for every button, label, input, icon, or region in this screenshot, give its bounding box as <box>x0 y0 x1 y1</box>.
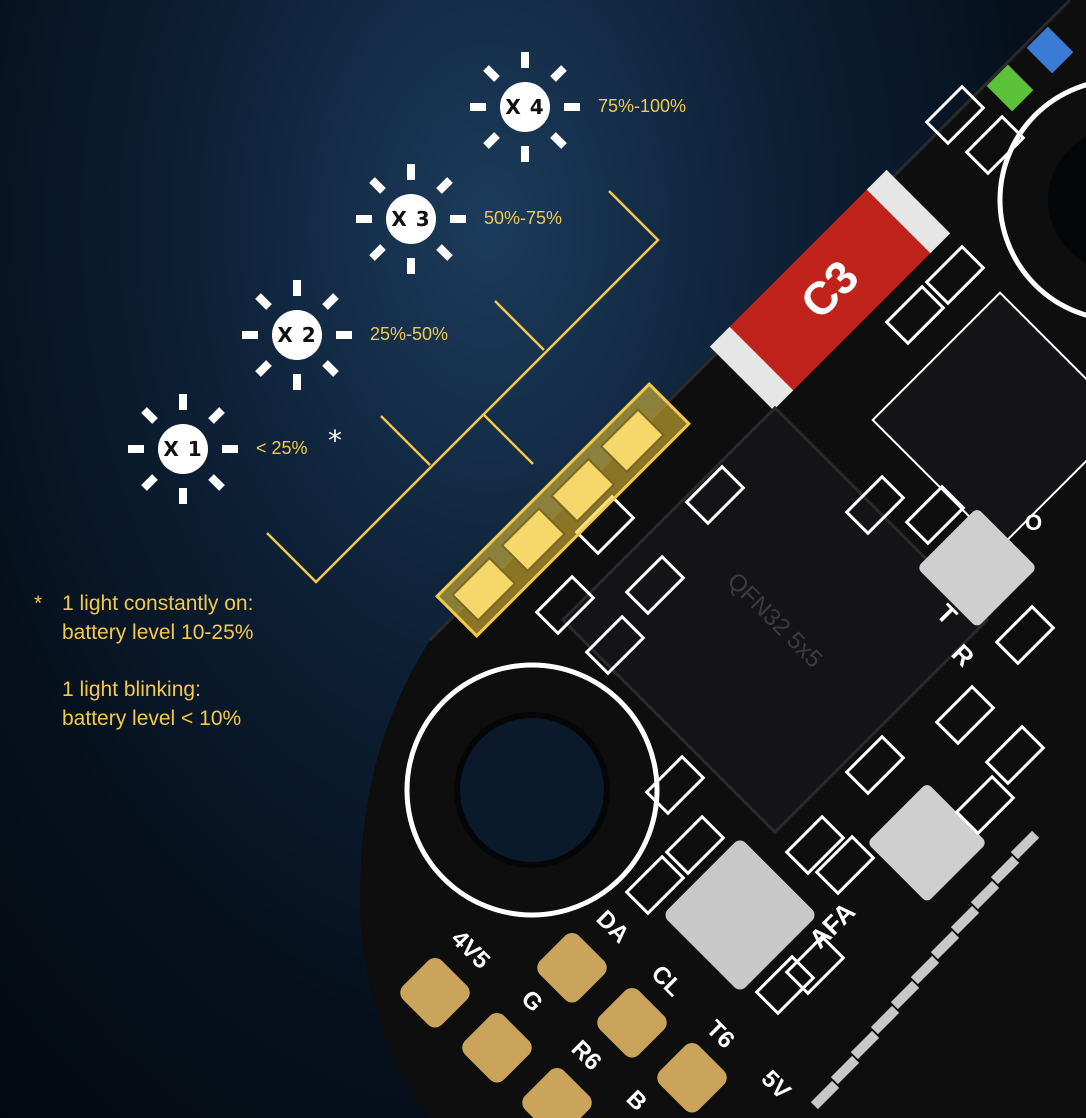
passive-components <box>534 84 1056 1016</box>
sensor-part <box>919 510 1035 626</box>
level-indicator-x1: X 1 < 25% <box>128 394 308 504</box>
sun-rays-icon <box>470 52 580 162</box>
battery-range-label: 50%-75% <box>484 208 563 228</box>
mount-hole <box>404 662 660 918</box>
mount-hole-top <box>997 82 1086 318</box>
sun-rays-icon <box>242 280 352 390</box>
battery-range-label: < 25% <box>256 438 308 458</box>
blink-count-badge: X 2 <box>272 310 322 360</box>
edge-pads <box>810 830 1040 1110</box>
o-label: O <box>1025 510 1042 535</box>
level-indicator-x3: X 3 50%-75% <box>356 164 562 274</box>
fuse-component: C3 <box>709 169 951 411</box>
blue-led <box>1026 26 1074 74</box>
battery-range-label: 25%-50% <box>370 324 449 344</box>
green-led <box>986 64 1034 112</box>
footnote-line: 1 light constantly on: <box>62 592 254 615</box>
footnote-line: 1 light blinking: <box>62 678 201 701</box>
led-bracket-lines <box>266 190 660 584</box>
blink-count-badge: X 1 <box>158 424 208 474</box>
battery-range-label: 75%-100% <box>598 96 687 116</box>
footnote-line: battery level < 10% <box>62 707 242 730</box>
blink-count-badge: X 4 <box>500 82 550 132</box>
footnote-line: battery level 10-25% <box>62 621 254 644</box>
sensor-part <box>869 785 985 901</box>
footnote-marker: * <box>328 424 342 457</box>
level-indicator-x4: X 4 75%-100% <box>470 52 686 162</box>
sun-rays-icon <box>356 164 466 274</box>
sun-rays-icon <box>128 394 238 504</box>
level-indicator-x2: X 2 25%-50% <box>242 280 448 390</box>
battery-led-strip <box>435 382 691 638</box>
blink-count-badge: X 3 <box>386 194 436 244</box>
footnote-asterisk: * <box>34 592 43 615</box>
barometer-part <box>665 840 815 990</box>
secondary-chip <box>871 291 1086 549</box>
solder-pads <box>400 932 727 1118</box>
mcu-chip: QFN32 5x5 <box>560 405 990 835</box>
